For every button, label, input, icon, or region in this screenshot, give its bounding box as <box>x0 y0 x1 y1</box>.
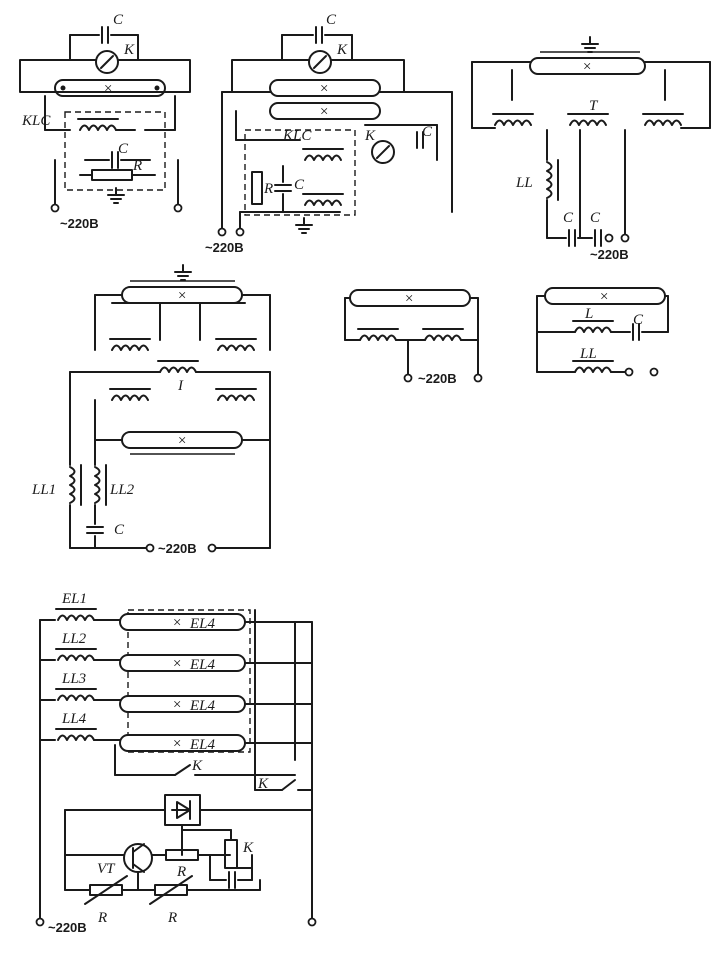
choke-row-4: LL4 <box>39 711 121 741</box>
choke-row-1: EL1 <box>39 591 121 621</box>
choke-ll2-label: LL2 <box>61 631 87 647</box>
resistor-label: R <box>132 158 142 174</box>
svg-text:×: × <box>319 81 329 97</box>
tube-row-2: × EL4 <box>119 654 246 673</box>
transformer-d-label: I <box>177 378 184 394</box>
svg-text:×: × <box>177 433 187 449</box>
svg-text:×: × <box>172 615 182 631</box>
supply-c-label: ~220B <box>590 247 629 262</box>
panel-d-circuit: × I × LL1 LL2 C <box>31 264 271 556</box>
choke-d2-label: LL2 <box>109 482 135 498</box>
choke-d1-label: LL1 <box>31 482 56 498</box>
panel-a-circuit: × C K KLC C R ~220B <box>19 12 191 231</box>
choke-b-label: KLC <box>282 128 312 144</box>
tube-row-1: × EL4 <box>119 613 246 632</box>
resistor-base-label: R <box>176 864 186 880</box>
panel-c-circuit: × T LL C C ~220B <box>471 36 711 262</box>
capacitor-label: C <box>113 12 124 28</box>
capacitor-top-label: C <box>326 12 337 28</box>
choke-row-2: LL2 <box>39 631 121 661</box>
supply-g-label: ~220B <box>48 920 87 935</box>
transformer-c-label: T <box>589 98 599 114</box>
starter-label: K <box>123 42 135 58</box>
starter-inner-label: K <box>364 128 376 144</box>
capacitor-d-label: C <box>114 522 125 538</box>
supply-label: ~220B <box>60 216 99 231</box>
resistor-b-label: R <box>263 181 273 197</box>
panel-g-circuit: EL1 LL2 LL3 LL4 × EL4 × <box>35 591 317 935</box>
svg-text:×: × <box>582 59 592 75</box>
panel-d-tube-2: × <box>121 431 243 449</box>
supply-e-label: ~220B <box>418 371 457 386</box>
panel-f-circuit: × L C LL <box>536 287 669 377</box>
tube-3-label: EL4 <box>189 698 216 714</box>
panel-a-tube: × <box>54 79 166 97</box>
panel-c-tube: × <box>529 57 646 75</box>
tube-2-label: EL4 <box>189 657 216 673</box>
capacitor-c2-label: C <box>590 210 601 226</box>
thermistor-1-label: R <box>97 910 107 926</box>
capacitor-starter-label: C <box>422 124 433 140</box>
tube-1-label: EL4 <box>189 616 216 632</box>
tube-row-4: × EL4 <box>119 734 246 753</box>
svg-text:×: × <box>404 291 414 307</box>
choke-label: KLC <box>21 113 51 129</box>
choke-ll4-label: LL4 <box>61 711 87 727</box>
panel-e-tube: × <box>349 289 471 307</box>
panel-b-tube-2: × <box>269 102 381 120</box>
choke-ll3-label: LL3 <box>61 671 86 687</box>
svg-text:×: × <box>177 288 187 304</box>
supply-d-label: ~220B <box>158 541 197 556</box>
panel-d-tube-1: × <box>121 286 243 304</box>
choke-row-3: LL3 <box>39 671 121 701</box>
svg-text:×: × <box>172 697 182 713</box>
relay-coil-label: K <box>242 840 254 856</box>
choke-f-top-label: L <box>584 306 593 322</box>
panel-f-tube: × <box>544 287 666 305</box>
capacitor-inner-label: C <box>118 141 129 157</box>
choke-c-label: LL <box>515 175 533 191</box>
starter-top-label: K <box>336 42 348 58</box>
panel-b-circuit: × C K × KLC K C R C <box>205 12 453 255</box>
svg-text:×: × <box>172 656 182 672</box>
tube-4-label: EL4 <box>189 737 216 753</box>
svg-text:×: × <box>103 81 113 97</box>
transistor-label: VT <box>97 861 116 877</box>
panel-e-circuit: × ~220B <box>344 289 483 386</box>
svg-text:×: × <box>599 289 609 305</box>
choke-f-bottom-label: LL <box>579 346 597 362</box>
tube-row-3: × EL4 <box>119 695 246 714</box>
svg-text:×: × <box>172 736 182 752</box>
relay-contact-2-label: K <box>257 776 269 792</box>
supply-b-label: ~220B <box>205 240 244 255</box>
panel-b-tube-1: × <box>269 79 381 97</box>
relay-contact-1-label: K <box>191 758 203 774</box>
thermistor-2-label: R <box>167 910 177 926</box>
capacitor-c1-label: C <box>563 210 574 226</box>
svg-text:×: × <box>319 104 329 120</box>
capacitor-inner-b-label: C <box>294 177 305 193</box>
capacitor-f-label: C <box>633 312 644 328</box>
choke-el1-label: EL1 <box>61 591 87 607</box>
